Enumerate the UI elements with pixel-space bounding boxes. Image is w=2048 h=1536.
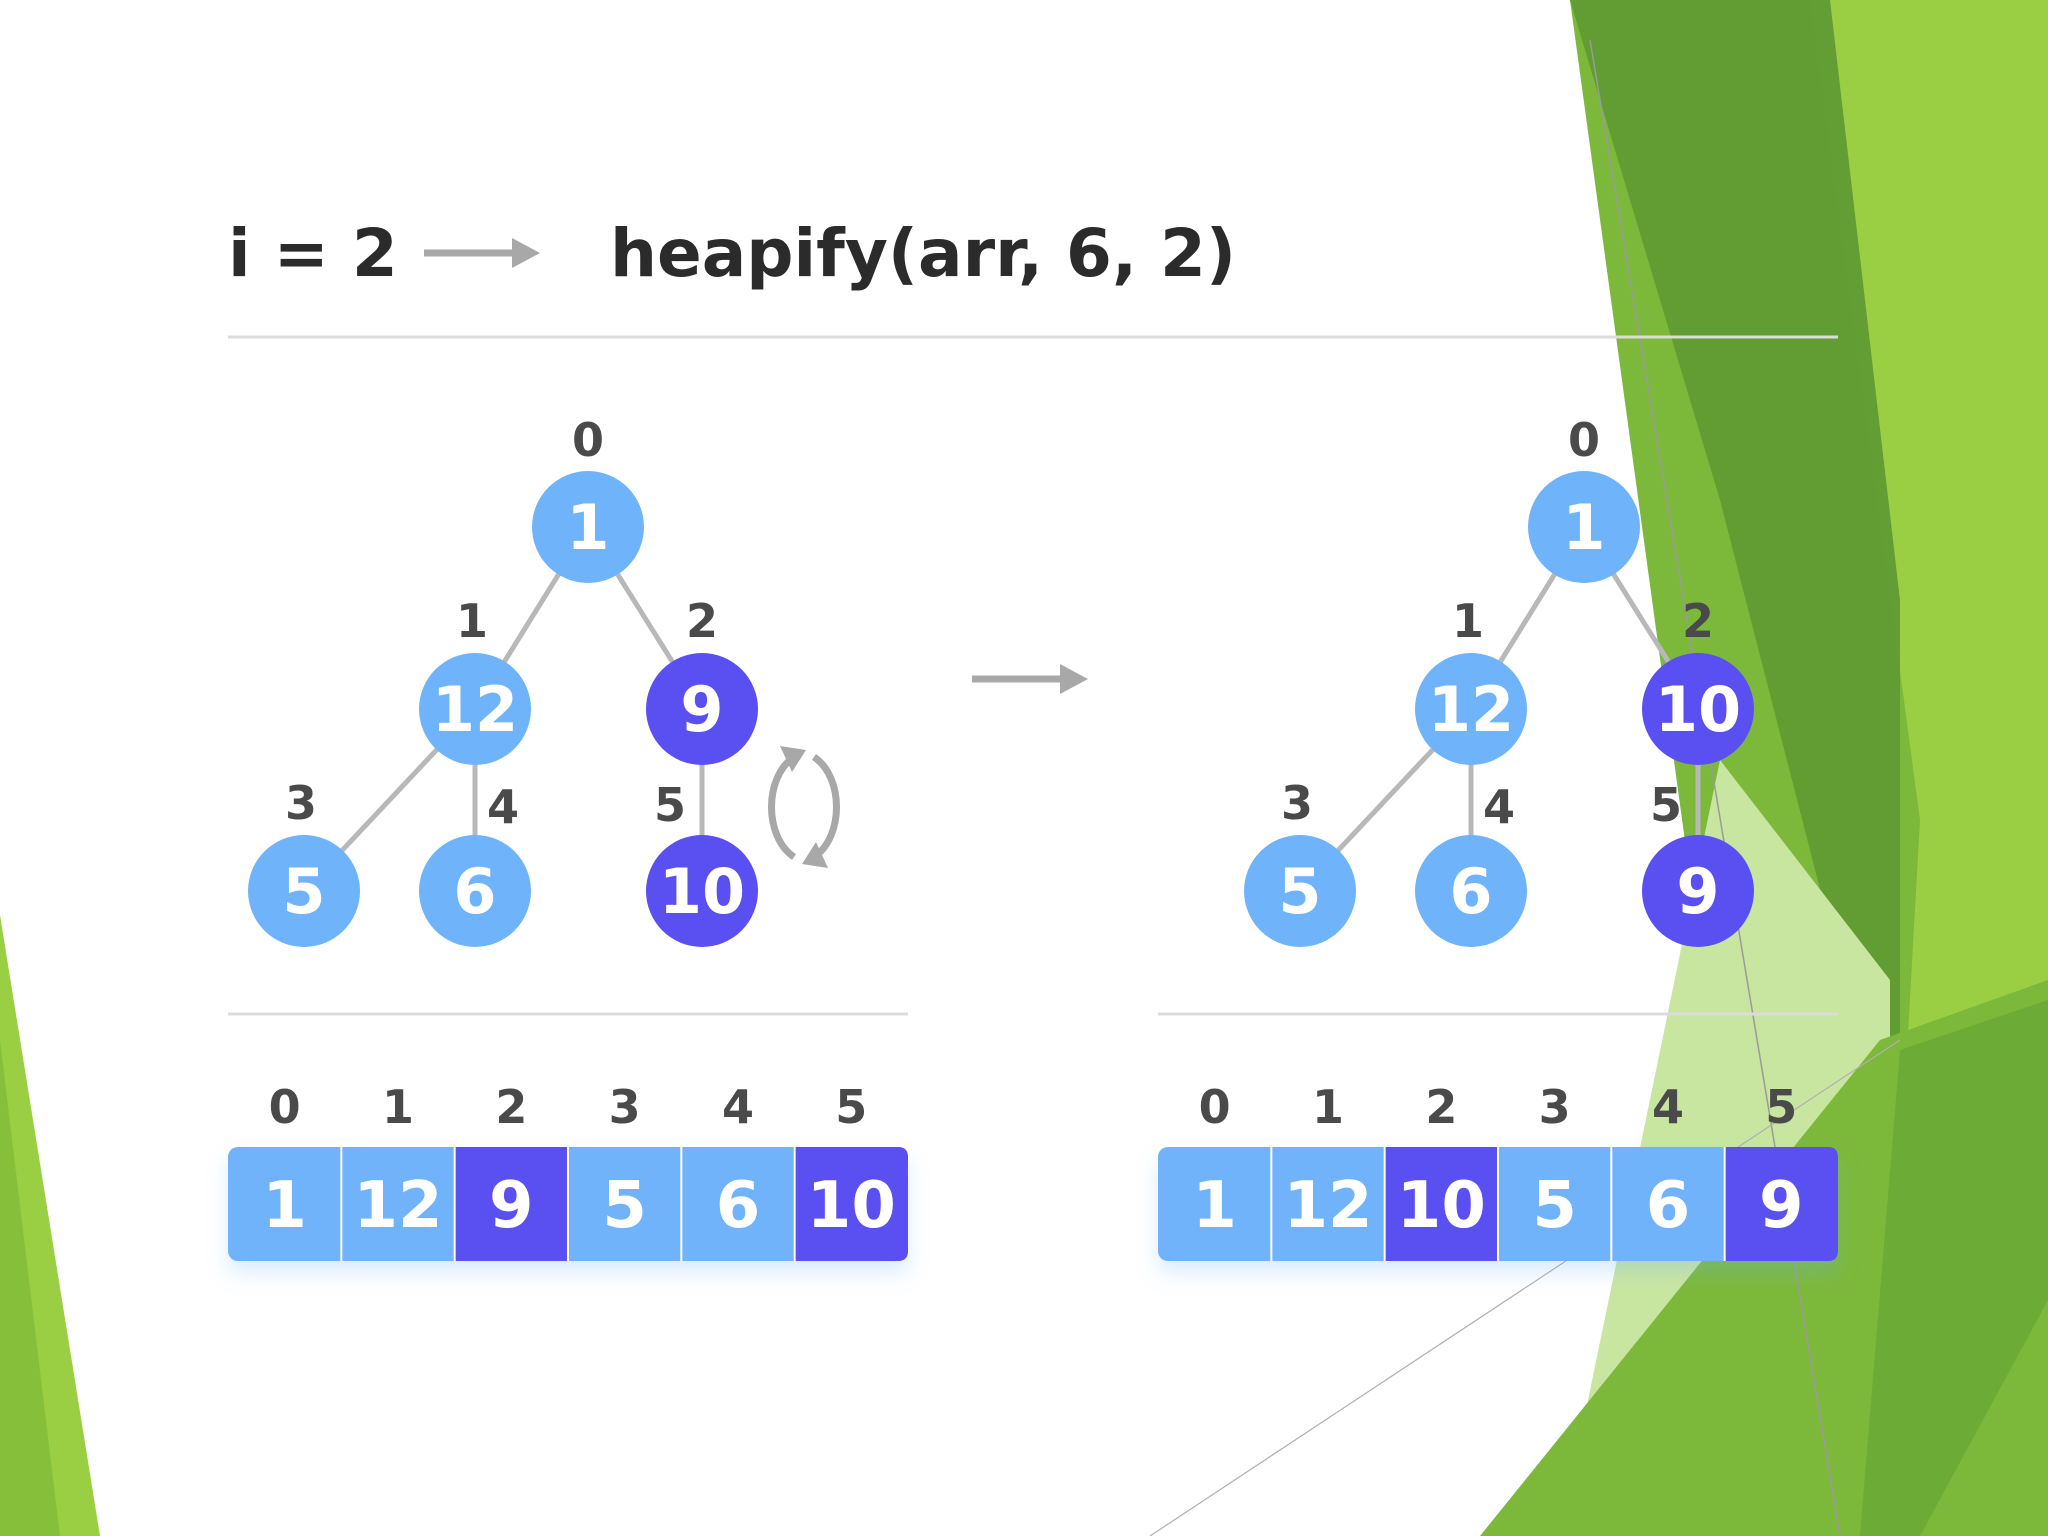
tree-node-index: 2	[1682, 594, 1714, 648]
heapify-call-label: heapify(arr, 6, 2)	[610, 215, 1237, 292]
tree-node-value: 9	[680, 673, 723, 746]
array-cell-index: 4	[1652, 1080, 1684, 1134]
array-cell	[1384, 1147, 1498, 1261]
decor-line	[1589, 39, 1841, 1536]
tree-node	[1415, 653, 1527, 765]
array-cell	[229, 1148, 230, 1149]
tree-node-index: 2	[686, 594, 718, 648]
array-cell-index: 0	[269, 1080, 301, 1134]
array-cell-value: 1	[1192, 1169, 1237, 1243]
array-cell-value: 12	[353, 1169, 442, 1243]
array-cell-value: 10	[1397, 1169, 1486, 1243]
tree-node-value: 12	[432, 673, 518, 746]
tree-node-value: 10	[659, 855, 745, 928]
tree-node-value: 5	[1278, 855, 1321, 928]
array-cell-value: 6	[716, 1169, 761, 1243]
right-green-shape-dark	[1570, 0, 1900, 1200]
tree-node-index: 4	[1483, 780, 1515, 834]
left-green-shape-dark	[0, 1040, 60, 1536]
tree-node-value: 1	[1562, 491, 1605, 564]
array-cell	[454, 1147, 568, 1261]
tree-node	[532, 471, 644, 583]
array-cell-index: 1	[1312, 1080, 1344, 1134]
array-cell-index: 1	[382, 1080, 414, 1134]
array-cell-index: 2	[1425, 1080, 1457, 1134]
array-cell-value: 5	[1532, 1169, 1577, 1243]
array-cell-index: 3	[1539, 1080, 1571, 1134]
decor-line	[1149, 1039, 1901, 1536]
tree-node-index: 0	[1568, 413, 1600, 467]
tree-node-value: 12	[1428, 673, 1514, 746]
array-cell-value: 9	[1759, 1169, 1804, 1243]
tree-node	[248, 835, 360, 947]
tree-node-value: 1	[566, 491, 609, 564]
array-cell-index: 3	[609, 1080, 641, 1134]
tree-node-index: 1	[1452, 594, 1484, 648]
array-cell-value: 9	[489, 1169, 534, 1243]
array-cell-value: 1	[262, 1169, 307, 1243]
tree-node	[1415, 835, 1527, 947]
tree-node-value: 10	[1655, 673, 1741, 746]
loop-index-label: i = 2	[228, 215, 398, 292]
array-cell-index: 5	[835, 1080, 867, 1134]
tree-node	[419, 835, 531, 947]
transition-arrow	[972, 664, 1088, 694]
array-cell	[1724, 1147, 1838, 1261]
header-arrow	[424, 238, 540, 268]
tree-node-index: 3	[1281, 776, 1313, 830]
tree-node-value: 6	[1449, 855, 1492, 928]
array-cell-index: 0	[1199, 1080, 1231, 1134]
tree-node-index: 4	[487, 780, 519, 834]
tree-node	[1528, 471, 1640, 583]
array-cell-value: 6	[1646, 1169, 1691, 1243]
array-cell	[794, 1147, 908, 1261]
tree-node	[419, 653, 531, 765]
tree-node	[1642, 835, 1754, 947]
array-cell-index: 2	[495, 1080, 527, 1134]
tree-node	[1244, 835, 1356, 947]
tree-node-value: 6	[453, 855, 496, 928]
array-cell-index: 4	[722, 1080, 754, 1134]
array-cell-value: 12	[1283, 1169, 1372, 1243]
tree-node-index: 0	[572, 413, 604, 467]
tree-node	[1642, 653, 1754, 765]
right-green-shape-lower-dark	[1860, 1000, 2048, 1536]
array-cell	[1159, 1148, 1160, 1149]
tree-node	[646, 835, 758, 947]
array-cell-index: 5	[1765, 1080, 1797, 1134]
tree-node-value: 5	[282, 855, 325, 928]
tree-node-index: 5	[1650, 778, 1682, 832]
tree-node-index: 3	[285, 776, 317, 830]
tree-node	[646, 653, 758, 765]
tree-node-index: 1	[456, 594, 488, 648]
array-cell-value: 5	[602, 1169, 647, 1243]
tree-node-index: 5	[654, 778, 686, 832]
array-cell-value: 10	[807, 1169, 896, 1243]
swap-icon	[768, 746, 840, 868]
tree-node-value: 9	[1676, 855, 1719, 928]
